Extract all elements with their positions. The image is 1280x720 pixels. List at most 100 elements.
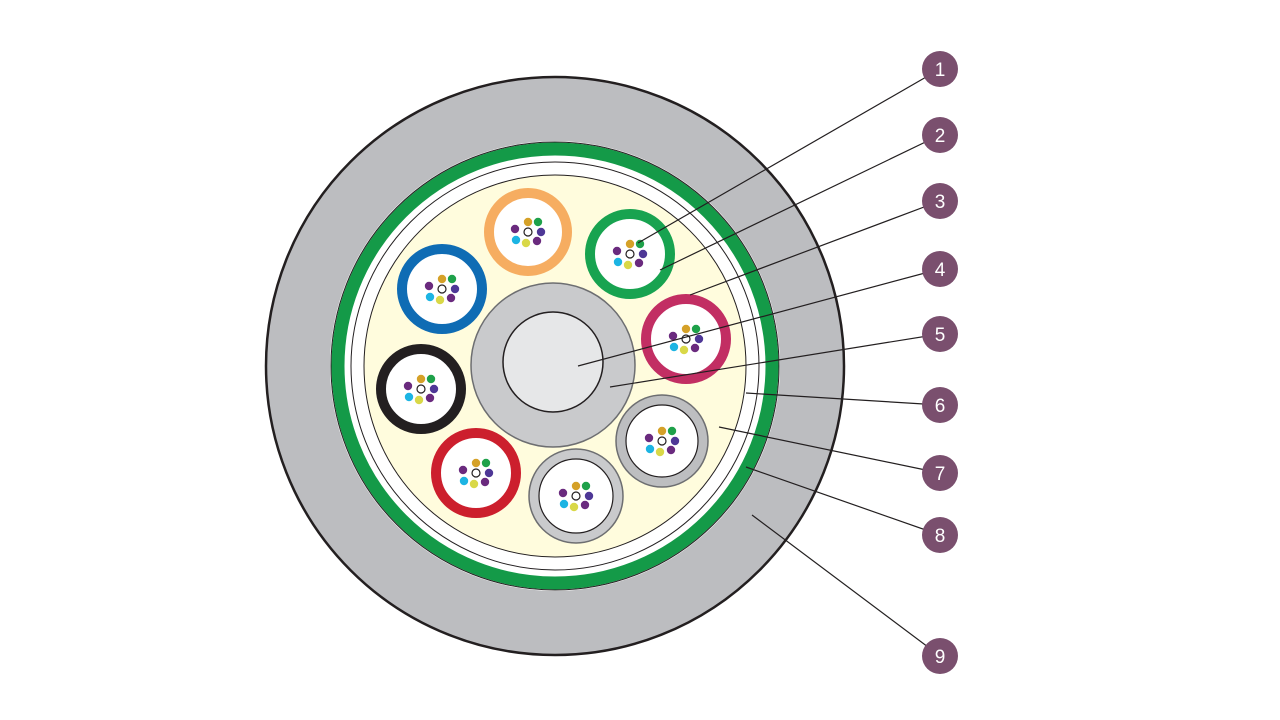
leader-line-1: [637, 68, 941, 244]
leader-line-4: [577, 268, 941, 367]
optical-fiber: [655, 447, 665, 457]
optical-fiber: [404, 392, 414, 402]
optical-fiber: [694, 334, 704, 344]
optical-fiber: [416, 374, 426, 384]
optical-fiber: [429, 384, 439, 394]
tube-center-fiber: [523, 227, 533, 237]
green-tube: [585, 209, 675, 299]
leader-line-8: [745, 466, 941, 536]
armor-outline: [330, 141, 780, 591]
optical-fiber: [681, 324, 691, 334]
optical-fiber: [446, 293, 456, 303]
leader-line-7: [718, 426, 941, 474]
rose-tube: [641, 294, 731, 384]
red-tube: [431, 428, 521, 518]
callout-label-4: 4: [935, 260, 946, 281]
optical-fiber: [459, 476, 469, 486]
optical-fiber: [638, 249, 648, 259]
optical-fiber: [403, 381, 413, 391]
optical-fiber: [670, 436, 680, 446]
optical-fiber: [559, 499, 569, 509]
optical-fiber: [635, 239, 645, 249]
optical-fiber: [625, 239, 635, 249]
black-tube: [376, 344, 466, 434]
optical-fiber: [480, 477, 490, 487]
optical-fiber: [644, 433, 654, 443]
optical-fiber: [532, 236, 542, 246]
central-strength-member: [502, 311, 604, 413]
optical-fiber: [584, 491, 594, 501]
optical-fiber: [533, 217, 543, 227]
optical-fiber: [521, 238, 531, 248]
optical-fiber: [645, 444, 655, 454]
optical-fiber: [437, 274, 447, 284]
callout-8: 8: [922, 517, 958, 553]
optical-fiber: [691, 324, 701, 334]
optical-fiber: [425, 393, 435, 403]
optical-fiber: [623, 260, 633, 270]
optical-fiber: [447, 274, 457, 284]
optical-fiber: [679, 345, 689, 355]
optical-fiber: [511, 235, 521, 245]
leader-line-9: [751, 514, 941, 657]
callout-label-6: 6: [935, 396, 946, 417]
tube-center-fiber: [437, 284, 447, 294]
optical-fiber: [690, 343, 700, 353]
optical-fiber: [580, 500, 590, 510]
tube-center-fiber: [571, 491, 581, 501]
optical-fiber: [667, 426, 677, 436]
optical-fiber: [669, 342, 679, 352]
callout-5: 5: [922, 316, 958, 352]
optical-fiber: [666, 445, 676, 455]
optical-fiber: [569, 502, 579, 512]
blue-tube: [397, 244, 487, 334]
callout-4: 4: [922, 251, 958, 287]
gray-filler-tube: [615, 394, 709, 488]
callout-label-1: 1: [935, 60, 946, 81]
optical-fiber: [435, 295, 445, 305]
callout-label-7: 7: [935, 464, 946, 485]
optical-fiber: [424, 281, 434, 291]
leader-line-3: [689, 200, 941, 296]
tube-center-fiber: [657, 436, 667, 446]
optical-fiber: [484, 468, 494, 478]
callout-label-9: 9: [935, 647, 946, 668]
callout-label-5: 5: [935, 325, 946, 346]
optical-fiber: [450, 284, 460, 294]
loose-tubes: [376, 188, 731, 544]
optical-fiber: [612, 246, 622, 256]
callout-3: 3: [922, 183, 958, 219]
callout-2: 2: [922, 117, 958, 153]
optical-fiber: [536, 227, 546, 237]
callout-label-8: 8: [935, 526, 946, 547]
leader-line-6: [745, 392, 941, 406]
callout-7: 7: [922, 455, 958, 491]
optical-fiber: [481, 458, 491, 468]
optical-fiber: [426, 374, 436, 384]
tube-center-fiber: [471, 468, 481, 478]
armor-tape: [331, 142, 779, 590]
light-gray-filler-tube: [528, 448, 624, 544]
tube-center-fiber: [416, 384, 426, 394]
optical-fiber: [523, 217, 533, 227]
callout-1: 1: [922, 51, 958, 87]
callout-label-2: 2: [935, 126, 946, 147]
callout-leaders: [577, 68, 941, 657]
optical-fiber: [471, 458, 481, 468]
optical-fiber: [571, 481, 581, 491]
optical-fiber: [558, 488, 568, 498]
optical-fiber: [458, 465, 468, 475]
leader-line-2: [659, 134, 941, 271]
leader-line-5: [609, 333, 941, 388]
optical-fiber: [425, 292, 435, 302]
callout-6: 6: [922, 387, 958, 423]
callout-badges: 1 2 3 4 5 6 7 8 9: [922, 51, 958, 674]
optical-fiber: [613, 257, 623, 267]
optical-fiber: [469, 479, 479, 489]
callout-9: 9: [922, 638, 958, 674]
tube-center-fiber: [625, 249, 635, 259]
optical-fiber: [657, 426, 667, 436]
optical-fiber: [581, 481, 591, 491]
orange-tube: [484, 188, 572, 276]
